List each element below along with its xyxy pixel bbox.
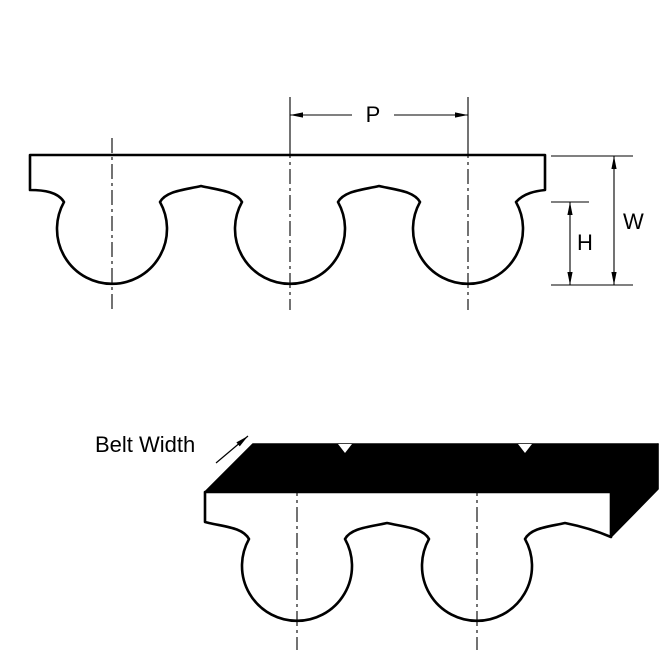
top-face-notch [338,444,352,453]
belt-profile-outline [28,153,547,286]
pitch-dimension: P [289,97,469,143]
width-dimension: W [551,155,644,286]
top-face-notch [518,444,532,453]
pitch-label: P [366,102,381,127]
belt-width-arrow [215,435,249,464]
tooth-height-label: H [577,230,593,255]
belt-top-face [204,443,659,493]
profile-section-view: P W H [28,97,644,310]
height-dimension: H [551,201,593,285]
belt-width-label: Belt Width [95,432,195,457]
isometric-view: Belt Width [95,432,659,650]
thickness-label: W [623,209,644,234]
belt-side-face [610,443,659,538]
belt-width-annotation: Belt Width [95,432,249,464]
belt-front-profile [203,490,613,623]
